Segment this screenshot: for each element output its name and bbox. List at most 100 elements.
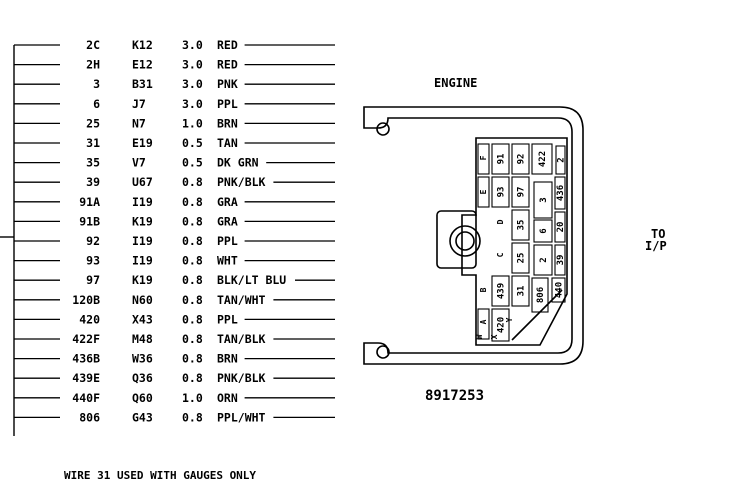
cavity-label: 39	[556, 255, 566, 266]
wire-gauge: 0.8	[182, 332, 203, 346]
wire-color: GRA	[217, 214, 238, 228]
wire-color: BLK/LT BLU	[217, 273, 286, 287]
cavity-box	[554, 211, 566, 243]
wire-circuit: 2C	[86, 38, 100, 52]
cavity-422: 422	[531, 143, 553, 175]
latch-post-inner	[455, 231, 475, 251]
cavity-box	[491, 308, 510, 342]
wire-gauge: 0.8	[182, 234, 203, 248]
cavity-box	[533, 244, 553, 276]
wire-gauge: 3.0	[182, 97, 203, 111]
wire-circuit: 120B	[72, 293, 100, 307]
wire-cavity: E12	[132, 58, 153, 72]
wire-gauge: 0.8	[182, 175, 203, 189]
wire-gauge: 3.0	[182, 58, 203, 72]
mount-hole-bottom	[376, 345, 390, 359]
wire-cavity: I19	[132, 234, 153, 248]
wire-cavity: Q36	[132, 371, 153, 385]
row-letter: B	[479, 287, 488, 292]
wire-color: BRN	[217, 352, 238, 366]
cavity-420: 420	[491, 308, 510, 342]
footnote: WIRE 31 USED WITH GAUGES ONLY	[64, 469, 256, 480]
wire-cavity: E19	[132, 136, 153, 150]
wire-gauge: 0.8	[182, 254, 203, 268]
cavity-box	[491, 143, 510, 175]
wire-cavity: G43	[132, 410, 153, 424]
cavity-box	[554, 244, 566, 276]
wire-circuit: 6	[93, 97, 100, 111]
row-letter: F	[479, 155, 488, 160]
cavity-439: 439	[491, 275, 510, 307]
wire-cavity: K19	[132, 273, 153, 287]
latch-block	[436, 210, 477, 269]
cavity-box	[533, 219, 553, 243]
cavity-label: 97	[517, 187, 527, 198]
wire-cavity: B31	[132, 77, 153, 91]
wire-gauge: 3.0	[182, 38, 203, 52]
cavity-2: 2	[555, 145, 567, 175]
wire-cavity: N7	[132, 116, 146, 130]
wire-color: PPL	[217, 312, 238, 326]
wire-circuit: 91A	[79, 195, 100, 209]
wire-cavity: W36	[132, 352, 153, 366]
cavity-label: 806	[536, 287, 546, 303]
wire-cavity: U67	[132, 175, 153, 189]
cavity-box	[511, 209, 530, 241]
wire-cavity: J7	[132, 97, 146, 111]
cavity-6: 6	[533, 219, 553, 243]
wire-circuit: 420	[79, 312, 100, 326]
wire-gauge: 0.5	[182, 136, 203, 150]
cavity-box	[491, 176, 510, 208]
cavity-box	[554, 176, 566, 210]
wire-circuit: 436B	[72, 352, 100, 366]
wire-gauge: 0.8	[182, 293, 203, 307]
wire-circuit: 439E	[72, 371, 100, 385]
connector	[363, 106, 584, 365]
connector-chamfer	[511, 289, 563, 341]
wire-gauge: 0.8	[182, 273, 203, 287]
wire-color: PNK/BLK	[217, 175, 266, 189]
cavity-35: 35	[511, 209, 530, 241]
wire-circuit: 422F	[72, 332, 100, 346]
part-number: 8917253	[425, 388, 484, 404]
cavity-label: 2	[557, 157, 567, 162]
cavity-436: 436	[554, 176, 566, 210]
cavity-box	[511, 143, 530, 175]
wire-cavity: K19	[132, 214, 153, 228]
wire-color: TAN/BLK	[217, 332, 266, 346]
cavity-91: 91	[491, 143, 510, 175]
cavity-3: 3	[533, 181, 553, 219]
cavity-20: 20	[554, 211, 566, 243]
wire-gauge: 1.0	[182, 391, 203, 405]
wire-circuit: 35	[86, 156, 100, 170]
wire-gauge: 0.8	[182, 312, 203, 326]
cavity-25: 25	[511, 242, 530, 274]
cavity-empty	[477, 143, 490, 175]
wire-gauge: 3.0	[182, 77, 203, 91]
wire-color: GRA	[217, 195, 238, 209]
wire-circuit: 91B	[79, 214, 100, 228]
engine-label: ENGINE	[434, 76, 477, 90]
cavity-label: 35	[517, 220, 527, 231]
wire-cavity: M48	[132, 332, 153, 346]
cavity-box	[555, 145, 566, 175]
wire-cavity: K12	[132, 38, 153, 52]
connector-body	[461, 137, 568, 346]
cavity-empty	[477, 308, 490, 340]
wire-gauge: 0.8	[182, 371, 203, 385]
row-letter: D	[496, 219, 505, 224]
wire-circuit: 440F	[72, 391, 100, 405]
